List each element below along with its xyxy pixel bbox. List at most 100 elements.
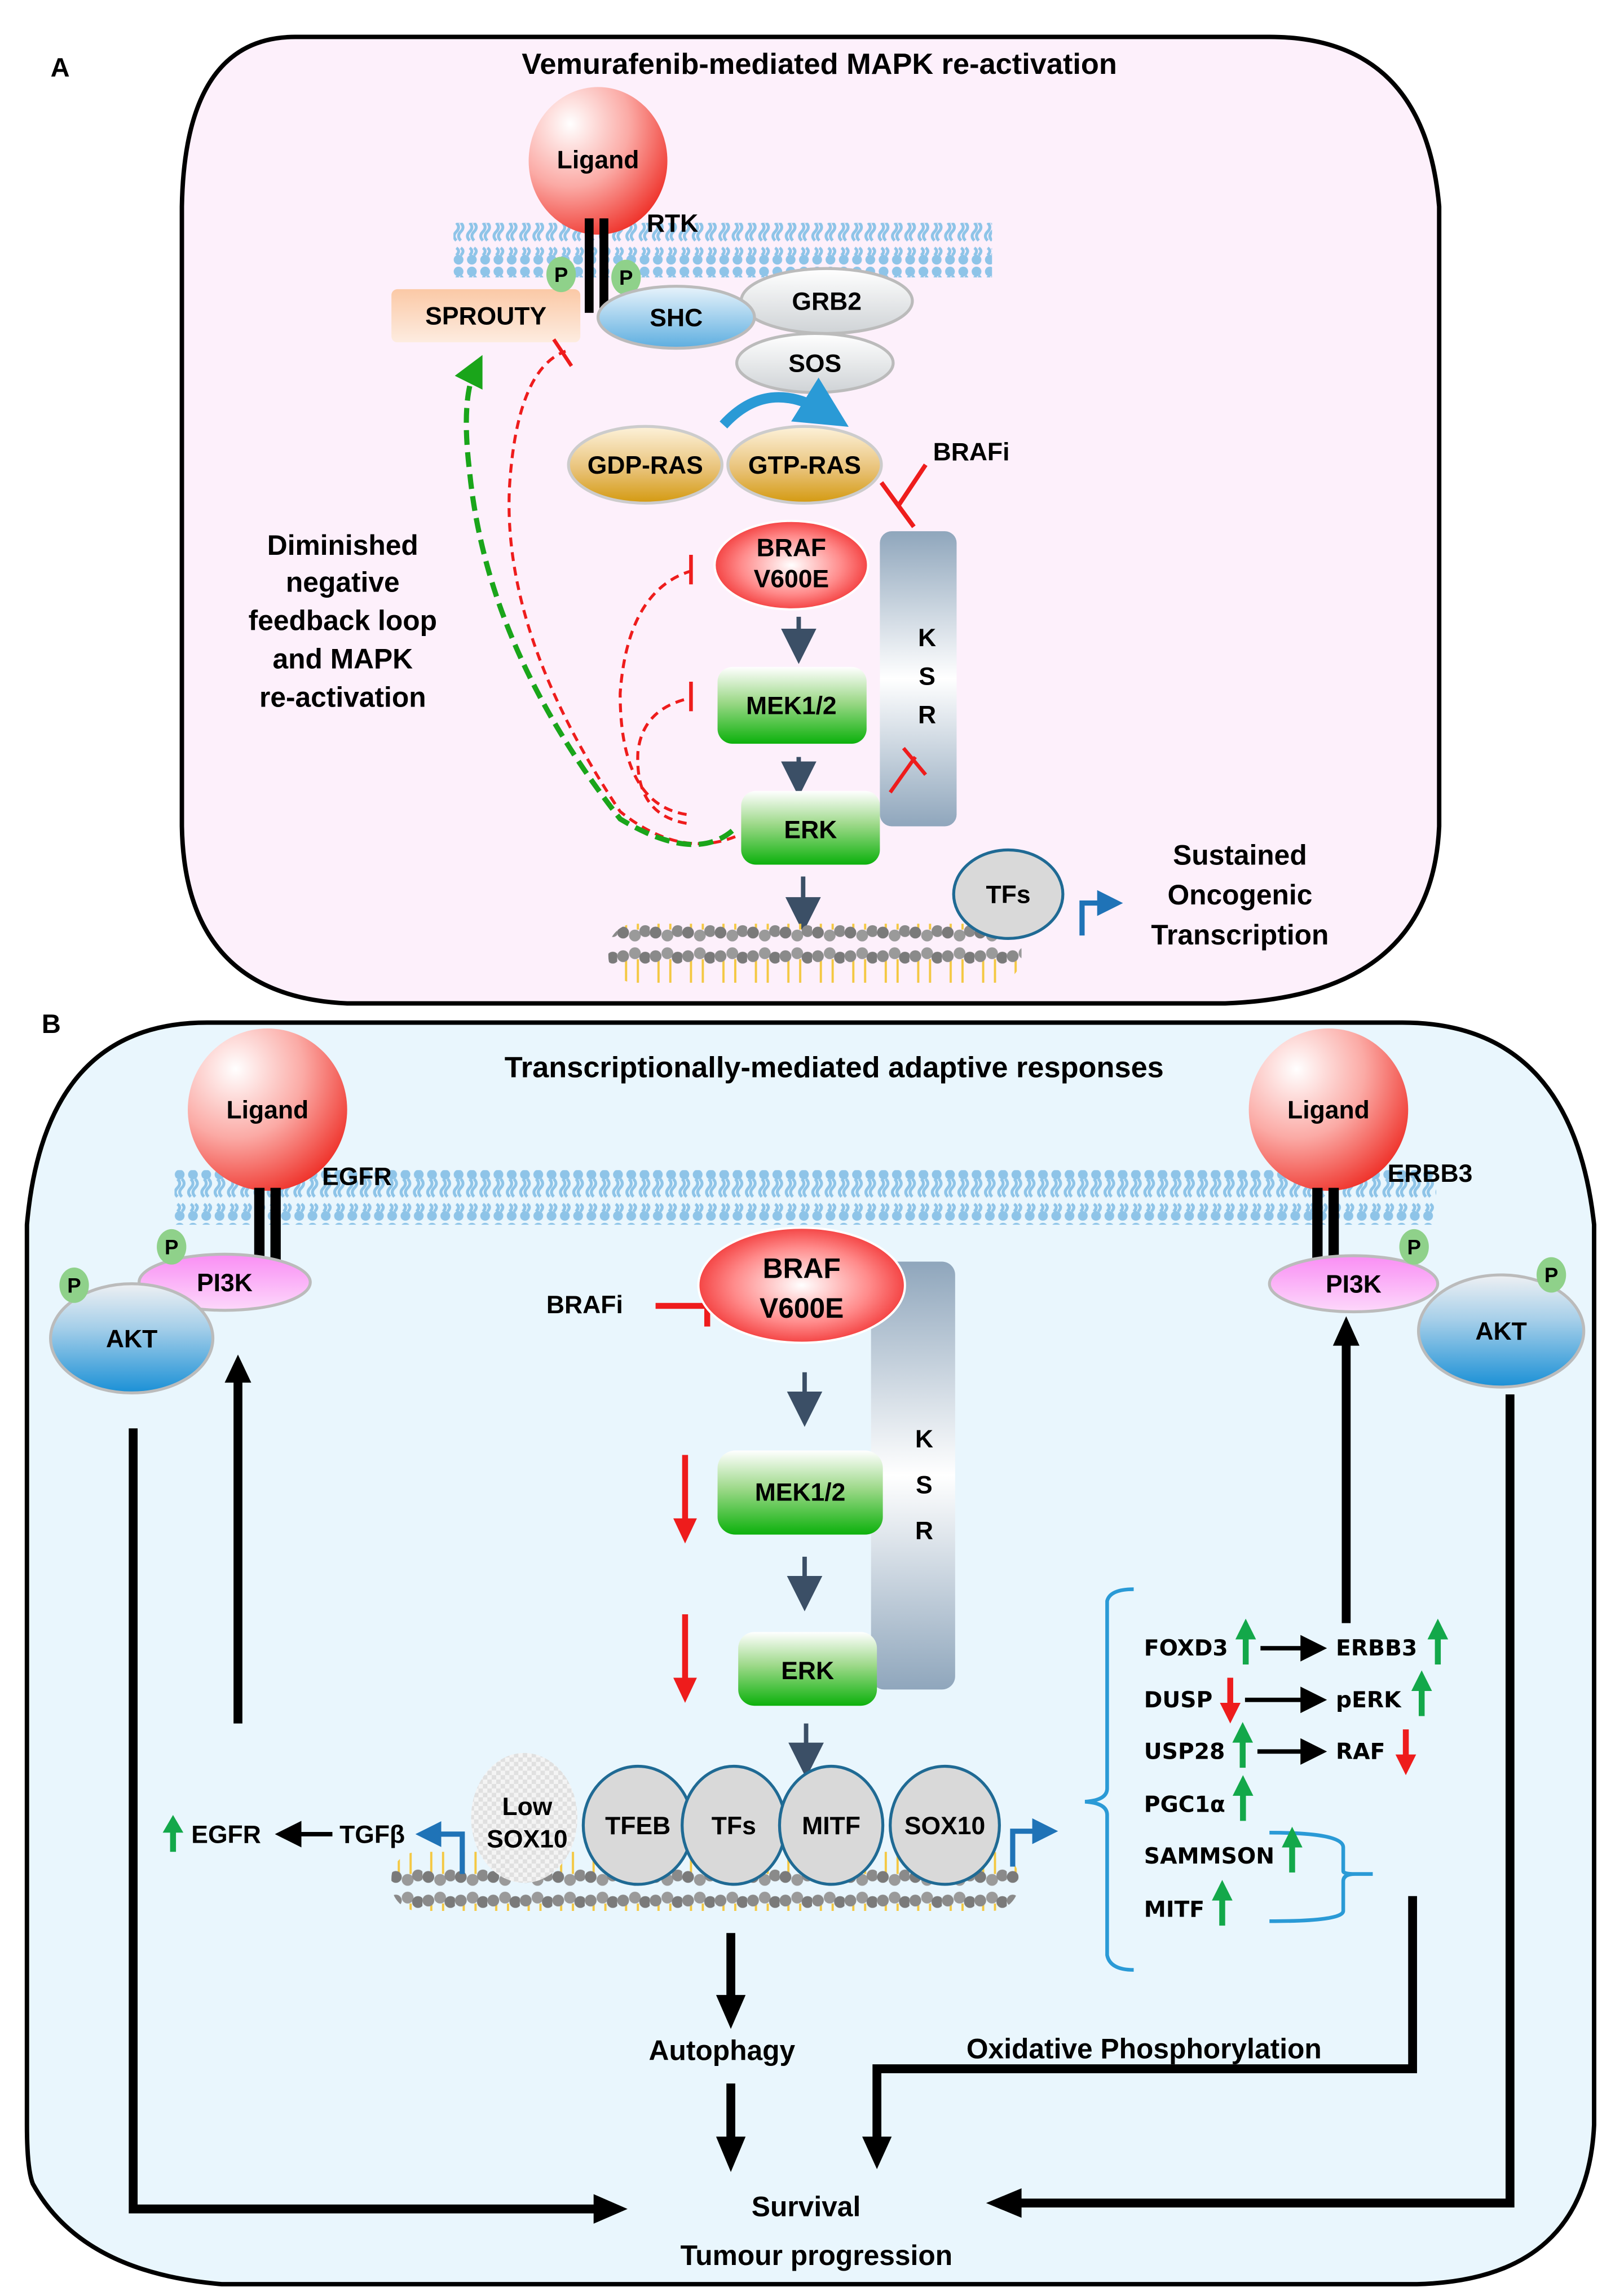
low-sox10-label: SOX10: [487, 1825, 567, 1853]
oxphos-arrowhead: [862, 2136, 892, 2169]
metabolism-bracket: [1269, 1831, 1373, 1923]
feedback-label: Diminished negative feedback loop and MA…: [249, 529, 437, 713]
erk-ksr-inhibit-bar: [902, 747, 928, 776]
egfr-to-pi3k-arrowhead: [224, 1354, 251, 1383]
braf-v600e: [713, 519, 870, 611]
down-regulation-icon: [1220, 1702, 1241, 1724]
left-akt-arrowhead: [593, 2194, 628, 2224]
phospho-label: P: [165, 1235, 178, 1259]
output-label: Sustained Oncogenic Transcription: [1151, 840, 1329, 951]
ksr-letter: R: [918, 701, 936, 728]
phospho-badge: [59, 1267, 89, 1303]
braf-variant-label: V600E: [760, 1292, 844, 1324]
gene-label: SAMMSON: [1144, 1844, 1274, 1869]
feedback-erk-to-mek: [636, 696, 691, 825]
gdp-ras: [567, 425, 723, 505]
brafi-label: BRAFi: [933, 438, 1010, 466]
shc: [596, 285, 756, 350]
phospho-label: P: [554, 263, 568, 286]
ligand: [528, 87, 668, 235]
panel-a-letter: A: [51, 52, 70, 82]
panel-a: A Vemurafenib-mediated MAPK re-activatio…: [51, 34, 1442, 1006]
svg-text:Diminished: Diminished: [267, 529, 418, 561]
gene-label: FOXD3: [1144, 1636, 1228, 1661]
phospho-badge: [1399, 1229, 1429, 1265]
pi3k-label: PI3K: [197, 1269, 253, 1297]
mek-down-arrowhead: [673, 1518, 697, 1544]
ksr-scaffold: [871, 1261, 955, 1690]
ksr-scaffold: [880, 531, 957, 827]
erbb3-to-pi3k-arrowhead: [1332, 1316, 1360, 1346]
tf-complex: TFEB TFs MITF SOX10: [581, 1764, 1001, 1886]
brafi-inhibit-bar: [879, 481, 916, 528]
down-regulation-icon: [1395, 1754, 1416, 1776]
low-sox10: [471, 1752, 577, 1883]
dna-helix: [608, 924, 1022, 983]
gtp-ras-label: GTP-RAS: [748, 452, 861, 479]
phospho-label: P: [1407, 1235, 1421, 1259]
up-regulation-icon: [1282, 1826, 1303, 1848]
target-gene-label: RAF: [1336, 1739, 1385, 1764]
gene-change-row: MITF: [1144, 1897, 1204, 1922]
braf-variant-label: V600E: [754, 566, 829, 593]
up-regulation-icon: [1427, 1618, 1449, 1640]
braf-v600e: [697, 1226, 906, 1344]
tf-to-autophagy-arrowhead: [716, 1995, 746, 2029]
phospho-badge: [1536, 1257, 1566, 1293]
svg-text:TFs: TFs: [712, 1812, 756, 1840]
grb2-label: GRB2: [792, 288, 862, 316]
ligand: [188, 1028, 347, 1191]
erk-label: ERK: [784, 816, 837, 844]
panel-b-title: Transcriptionally-mediated adaptive resp…: [505, 1051, 1164, 1084]
phospho-label: P: [619, 266, 633, 289]
transcription-arrow: [1079, 890, 1123, 936]
pi3k: [1268, 1254, 1440, 1314]
erk: [741, 791, 880, 865]
ligand-label: Ligand: [226, 1097, 308, 1124]
up-regulation-icon: [1212, 1880, 1233, 1901]
up-regulation-icon: [1232, 1722, 1254, 1743]
ksr-letter: K: [918, 624, 936, 652]
mek-label: MEK1/2: [755, 1478, 846, 1506]
mek: [717, 1450, 883, 1535]
panel-b-letter: B: [42, 1009, 61, 1039]
right-akt-arrowhead: [986, 2188, 1022, 2218]
gene-label: MITF: [1144, 1897, 1204, 1922]
ligand: [1248, 1028, 1409, 1191]
gene-change-row: PGC1α: [1144, 1792, 1225, 1818]
sprouty: [391, 289, 581, 343]
mitf: [778, 1764, 885, 1886]
phospho-badge: [546, 257, 576, 293]
oxphos-path: [872, 1896, 1417, 2140]
egfr-label: EGFR: [322, 1163, 392, 1190]
svg-text:Transcription: Transcription: [1151, 919, 1329, 951]
erk-down-arrowhead: [673, 1677, 697, 1703]
ligand-label: Ligand: [1287, 1097, 1370, 1124]
rtk-receptor-left: [584, 218, 594, 313]
brafi-label: BRAFi: [546, 1291, 623, 1319]
ksr-letter: S: [916, 1471, 933, 1499]
pi3k-label: PI3K: [1326, 1270, 1382, 1298]
target-gene-label: ERBB3: [1336, 1636, 1417, 1661]
tumour-progression-label: Tumour progression: [681, 2240, 952, 2271]
panel-b: B Transcriptionally-mediated adaptive re…: [24, 1009, 1596, 2286]
egfr-up-label: EGFR: [191, 1821, 261, 1849]
erbb3-label: ERBB3: [1388, 1160, 1473, 1187]
akt-label: AKT: [1475, 1318, 1526, 1345]
gene-transcription-arrow: [1010, 1818, 1058, 1867]
svg-text:negative: negative: [286, 566, 400, 598]
braf-label: BRAF: [757, 535, 827, 562]
up-regulation-icon: [1235, 1618, 1256, 1640]
svg-text:MITF: MITF: [802, 1812, 860, 1840]
panel-a-title: Vemurafenib-mediated MAPK re-activation: [522, 48, 1117, 81]
svg-text:SOX10: SOX10: [904, 1812, 985, 1840]
sox10: [889, 1764, 1001, 1886]
ksr-letter: R: [915, 1517, 933, 1544]
rtk-label: RTK: [647, 210, 698, 237]
right-akt-path: [1018, 1394, 1515, 2207]
phospho-label: P: [67, 1274, 81, 1297]
feedback-bar: [552, 338, 573, 367]
